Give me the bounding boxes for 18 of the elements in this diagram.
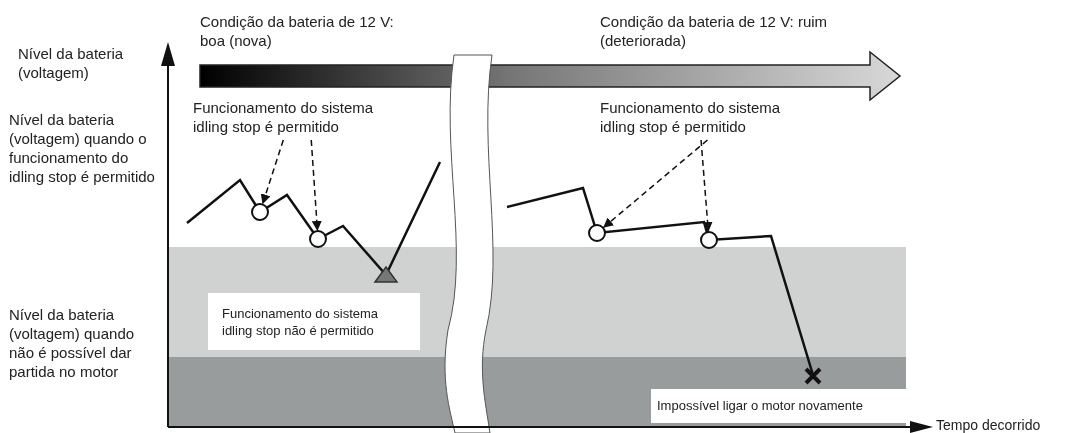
marker-circle bbox=[251, 203, 269, 221]
leader-arrow bbox=[260, 139, 285, 205]
note-box: Impossível ligar o motor novamente bbox=[651, 389, 906, 423]
condition-label: Condição da bateria de 12 V: ruim (deteriorada) bbox=[600, 12, 829, 50]
axis-title: Tempo decorrido bbox=[936, 417, 1042, 433]
annotation-text: Funcionamento do sistema idling stop é permitido bbox=[600, 98, 782, 136]
axis-title: Nível da bateria (voltagem) bbox=[18, 44, 125, 82]
band-label: Nível da bateria (voltagem) quando o funcionamento do idling stop é permitido bbox=[9, 110, 156, 186]
band-label: Nível da bateria (voltagem) quando não é possível dar partida no motor bbox=[9, 305, 136, 381]
leader-arrow bbox=[700, 139, 713, 232]
note-box: Funcionamento do sistema idling stop não é permitido bbox=[208, 293, 420, 350]
condition-label: Condição da bateria de 12 V: boa (nova) bbox=[200, 12, 395, 50]
marker-circle bbox=[588, 224, 606, 242]
annotation-text: Funcionamento do sistema idling stop é permitido bbox=[193, 98, 375, 136]
leader-arrow bbox=[310, 139, 322, 231]
leader-arrow bbox=[603, 139, 709, 228]
marker-circle bbox=[700, 231, 718, 249]
marker-circle bbox=[309, 230, 327, 248]
